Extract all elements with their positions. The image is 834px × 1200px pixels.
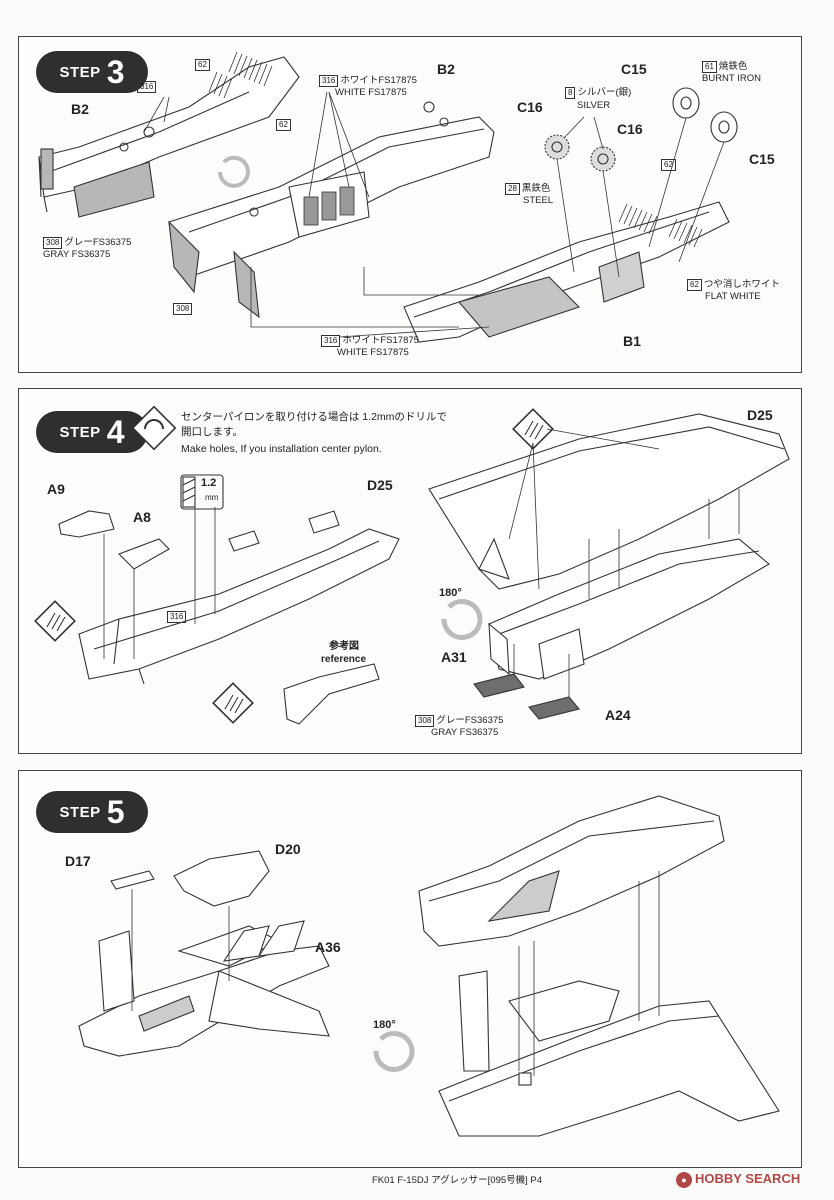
callout-308-b: 308 — [173, 303, 194, 315]
part-d25-right: D25 — [747, 407, 773, 423]
step-3-assembly-drawing — [38, 51, 738, 343]
reference-en: reference — [321, 654, 367, 665]
part-d20: D20 — [275, 841, 301, 857]
part-b2-left: B2 — [71, 101, 89, 117]
part-a36: A36 — [315, 939, 341, 955]
callout-62-top: 62 — [195, 59, 212, 71]
step-number: 4 — [106, 413, 125, 450]
part-c15-right: C15 — [749, 151, 775, 167]
step-4-panel: STEP 4 — [18, 388, 802, 754]
instruction-jp-2: 開口します。 — [181, 426, 243, 438]
step-label: STEP — [59, 63, 101, 81]
gray-en: GRAY FS36375 — [431, 727, 499, 738]
hobby-search-logo: ●HOBBY SEARCH — [676, 1171, 800, 1188]
step-label: STEP — [59, 423, 101, 441]
step-number: 3 — [106, 53, 125, 90]
step-number: 5 — [106, 793, 125, 830]
step-3-panel: STEP 3 — [18, 36, 802, 373]
white-en-top: WHITE FS17875 — [335, 87, 407, 98]
silver-en: SILVER — [577, 100, 611, 111]
part-a24: A24 — [605, 707, 631, 723]
part-c16-left: C16 — [517, 99, 543, 115]
drill-size: 1.2 — [201, 477, 217, 489]
instruction-en: Make holes, If you installation center p… — [181, 443, 382, 455]
rotate-180: 180° — [373, 1019, 396, 1031]
white-en-bottom: WHITE FS17875 — [337, 347, 409, 358]
part-c15-top: C15 — [621, 61, 647, 77]
step-5-assembly-drawing — [78, 795, 780, 1137]
part-b1: B1 — [623, 333, 641, 349]
logo-mark-icon: ● — [676, 1171, 692, 1188]
drill-unit: mm — [205, 493, 219, 502]
footer-text: FK01 F-15DJ アグレッサー[095号機] P4 — [372, 1175, 543, 1186]
gray-en-a: GRAY FS36375 — [43, 249, 111, 260]
rotate-180: 180° — [439, 587, 462, 599]
part-b2-right: B2 — [437, 61, 455, 77]
callout-316-small: 316 — [137, 81, 158, 93]
callout-316: 316 — [167, 611, 188, 623]
part-d17: D17 — [65, 853, 91, 869]
step-label: STEP — [59, 803, 101, 821]
flat-en: FLAT WHITE — [705, 291, 761, 302]
part-a8: A8 — [133, 509, 151, 525]
instruction-jp-1: センターパイロンを取り付ける場合は 1.2mmのドリルで — [181, 411, 447, 423]
part-a9: A9 — [47, 481, 65, 497]
burnt-en: BURNT IRON — [702, 73, 761, 84]
callout-62-mid: 62 — [276, 119, 293, 131]
part-a31: A31 — [441, 649, 467, 665]
step-4-badge: STEP 4 — [36, 411, 148, 453]
step-5-badge: STEP 5 — [36, 791, 148, 833]
reference-jp: 参考図 — [329, 641, 359, 652]
steel-en: STEEL — [523, 195, 554, 206]
part-d25-left: D25 — [367, 477, 393, 493]
callout-62-right: 62 — [661, 159, 678, 171]
step-3-badge: STEP 3 — [36, 51, 148, 93]
step-4-assembly-drawing — [34, 405, 790, 725]
step-5-panel: STEP 5 — [18, 770, 802, 1168]
part-c16-right: C16 — [617, 121, 643, 137]
